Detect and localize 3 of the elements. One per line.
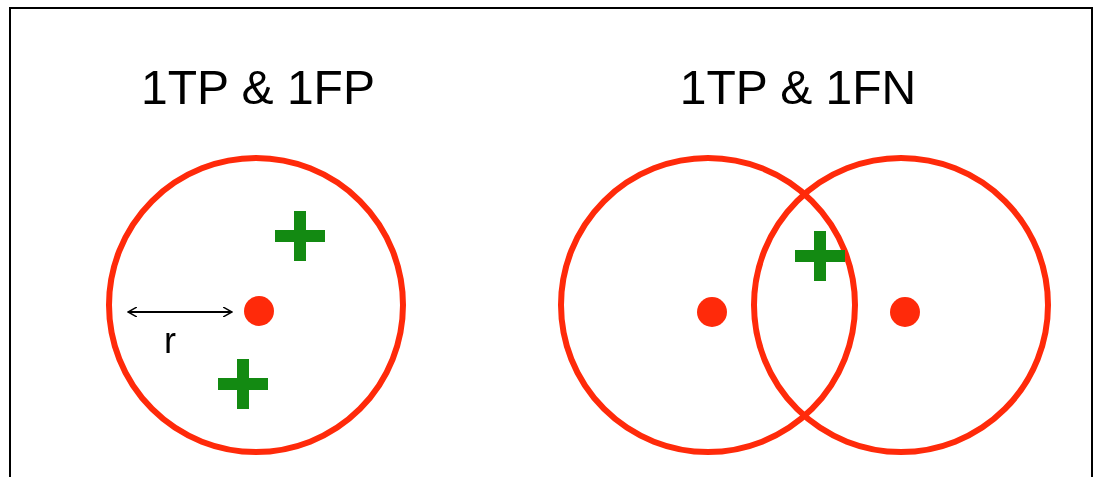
panel-title: 1TP & 1FN bbox=[679, 60, 917, 115]
panel-title: 1TP & 1FP bbox=[141, 60, 375, 115]
radius-label: r bbox=[164, 320, 176, 362]
